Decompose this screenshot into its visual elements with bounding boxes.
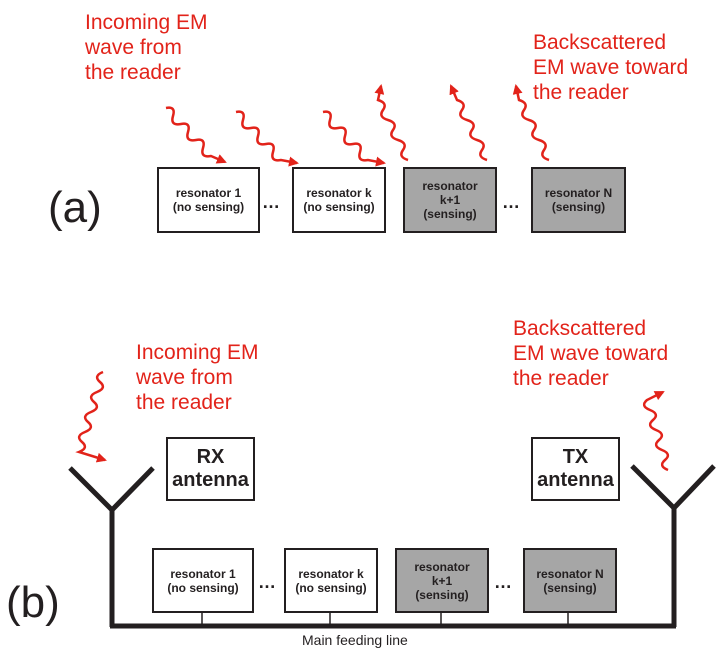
incoming-wave-arrow-1	[165, 106, 227, 164]
resonator-name: resonator	[422, 179, 478, 193]
backscatter-line-1: Backscattered	[513, 317, 647, 340]
panel-b-label: (b)	[6, 578, 60, 627]
backscatter-line-3: the reader	[533, 81, 629, 104]
resonator-name: resonator 1	[170, 566, 236, 581]
backscatter-line-1: Backscattered	[533, 31, 667, 54]
panel-b-backscattered-wave-label: Backscattered EM wave toward the reader	[513, 316, 668, 391]
backscatter-line-3: the reader	[513, 367, 609, 390]
resonator-name: resonator N	[544, 186, 613, 200]
tx-antenna-label: TX antenna	[531, 437, 620, 501]
incoming-line-3: the reader	[85, 61, 181, 84]
panel-a-resonator-n: resonator N(sensing)	[531, 167, 626, 233]
incoming-line-3: the reader	[136, 391, 232, 414]
panel-b-ellipsis-1: …	[258, 572, 278, 592]
rx-line-2: antenna	[172, 469, 249, 491]
rx-incoming-wave-arrow	[75, 370, 107, 463]
backscattered-wave-arrow-1	[374, 84, 409, 162]
panel-a-resonator-k: resonator k(no sensing)	[292, 167, 386, 233]
incoming-wave-arrow-2	[235, 110, 299, 167]
incoming-line-1: Incoming EM	[85, 11, 208, 34]
backscatter-line-2: EM wave toward	[533, 56, 689, 79]
resonator-stubs	[201, 612, 569, 625]
resonator-status: (sensing)	[543, 580, 597, 595]
rx-line-1: RX	[196, 446, 225, 468]
resonator-status: (no sensing)	[295, 580, 367, 595]
panel-a-backscattered-wave-label: Backscattered EM wave toward the reader	[533, 30, 688, 105]
tx-backscattered-wave-arrow	[642, 390, 670, 472]
resonator-status: (no sensing)	[167, 580, 239, 595]
panel-b-resonator-n: resonator N(sensing)	[523, 548, 617, 613]
incoming-line-1: Incoming EM	[136, 341, 259, 364]
backscattered-wave-arrow-2	[449, 84, 488, 162]
resonator-name: resonator k	[298, 566, 364, 581]
incoming-line-2: wave from	[136, 366, 233, 389]
resonator-status: (no sensing)	[303, 200, 375, 214]
resonator-name: resonator k	[306, 186, 372, 200]
panel-a-resonator-1: resonator 1(no sensing)	[157, 167, 260, 233]
tx-antenna-icon	[630, 464, 716, 627]
tx-line-1: TX	[562, 446, 589, 468]
panel-b-resonator-1: resonator 1(no sensing)	[152, 548, 254, 613]
panel-a-ellipsis-1: …	[262, 192, 282, 212]
incoming-wave-arrow-3	[322, 110, 386, 167]
resonator-index: k+1	[431, 573, 453, 588]
incoming-line-2: wave from	[85, 36, 182, 59]
resonator-name: resonator N	[536, 566, 604, 581]
resonator-status: (sensing)	[423, 207, 477, 221]
backscattered-wave-arrow-3	[512, 84, 550, 162]
backscatter-line-2: EM wave toward	[513, 342, 669, 365]
panel-a-ellipsis-2: …	[502, 192, 522, 212]
rx-antenna-icon	[68, 466, 155, 627]
panel-b-resonator-k: resonator k(no sensing)	[284, 548, 378, 613]
resonator-status: (no sensing)	[172, 200, 245, 214]
rx-antenna-label: RX antenna	[166, 437, 255, 501]
resonator-name: resonator	[414, 559, 470, 574]
panel-b-ellipsis-2: …	[494, 572, 514, 592]
resonator-status: (sensing)	[415, 587, 469, 602]
tx-line-2: antenna	[537, 469, 614, 491]
resonator-index: k+1	[439, 193, 461, 207]
panel-a-label: (a)	[48, 183, 102, 232]
panel-a-incoming-wave-label: Incoming EM wave from the reader	[85, 10, 208, 85]
panel-b-incoming-wave-label: Incoming EM wave from the reader	[136, 340, 259, 415]
resonator-status: (sensing)	[551, 200, 606, 214]
main-feeding-line-label: Main feeding line	[302, 632, 408, 648]
resonator-name: resonator 1	[175, 186, 242, 200]
